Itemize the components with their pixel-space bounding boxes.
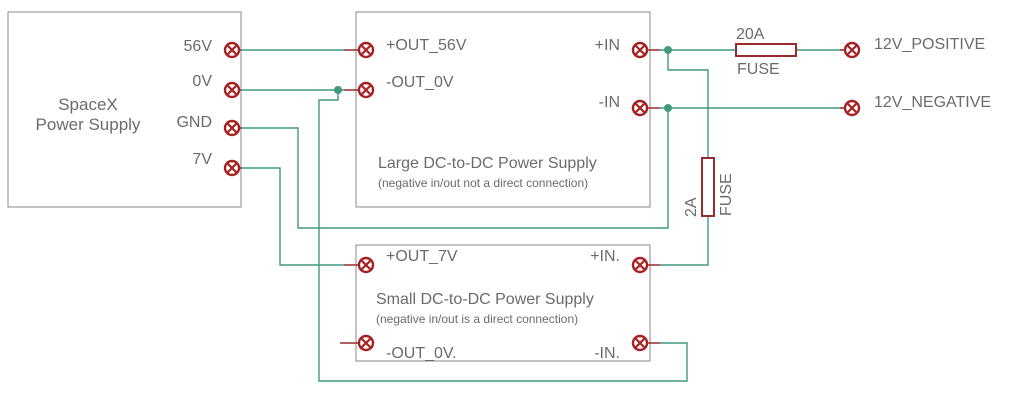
wires xyxy=(241,49,840,382)
junction-dot xyxy=(664,46,672,54)
terminal-spacex-7v xyxy=(223,159,241,177)
wire-ground-return xyxy=(318,90,688,382)
terminal-large-out-0v xyxy=(357,81,375,99)
terminal-spacex-0v xyxy=(223,81,241,99)
spacex-pin-56v: 56V xyxy=(184,38,213,55)
spacex-pin-0v: 0V xyxy=(192,73,212,90)
wire-fuse-small-bottom xyxy=(660,216,709,266)
terminal-large-in-pos xyxy=(631,41,649,59)
spacex-pin-7v: 7V xyxy=(192,151,212,168)
fuse-2a-symbol xyxy=(701,157,715,217)
large-pin-out-0v: -OUT_0V xyxy=(386,74,454,91)
wire-7v xyxy=(241,167,344,266)
junction-dot xyxy=(334,86,342,94)
large-pin-in-neg: -IN xyxy=(599,94,620,111)
spacex-power-supply-box xyxy=(7,11,242,208)
terminal-12v-positive xyxy=(843,41,861,59)
terminal-small-out-7v xyxy=(357,256,375,274)
spacex-title-line1: SpaceX xyxy=(58,95,118,114)
terminal-large-in-neg xyxy=(631,99,649,117)
large-pin-out-56v: +OUT_56V xyxy=(386,37,467,54)
terminal-spacex-gnd xyxy=(223,119,241,137)
spacex-pin-gnd: GND xyxy=(176,114,212,131)
terminal-spacex-56v xyxy=(223,41,241,59)
output-12v-positive: 12V_POSITIVE xyxy=(874,36,985,53)
output-12v-negative: 12V_NEGATIVE xyxy=(874,94,991,111)
wire-fuse-small-top xyxy=(667,50,709,158)
small-dcdc-title: Small DC-to-DC Power Supply xyxy=(376,291,594,308)
terminal-small-out-0v xyxy=(357,334,375,352)
small-dcdc-box xyxy=(355,244,651,362)
small-pin-in-pos: +IN. xyxy=(590,248,620,265)
fuse-20a-symbol xyxy=(735,43,797,57)
terminal-large-out-56v xyxy=(357,41,375,59)
small-dcdc-note: (negative in/out is a direct connection) xyxy=(376,312,578,326)
junction-dot xyxy=(664,104,672,112)
fuse-20a-label: FUSE xyxy=(737,61,780,78)
small-pin-out-0v: -OUT_0V. xyxy=(386,345,457,362)
spacex-title-line2: Power Supply xyxy=(36,115,141,134)
fuse-2a-rating: 2A xyxy=(683,197,700,217)
large-pin-in-pos: +IN xyxy=(595,37,620,54)
fuse-20a-rating: 20A xyxy=(736,26,765,43)
large-dcdc-box xyxy=(355,11,651,208)
fuse-2a-label: FUSE xyxy=(718,173,735,216)
small-pin-in-neg: -IN. xyxy=(594,345,620,362)
terminal-small-in-neg xyxy=(631,334,649,352)
large-dcdc-title: Large DC-to-DC Power Supply xyxy=(378,155,597,172)
small-pin-out-7v: +OUT_7V xyxy=(386,248,458,265)
terminal-12v-negative xyxy=(843,99,861,117)
large-dcdc-note: (negative in/out not a direct connection… xyxy=(378,176,588,190)
terminal-small-in-pos xyxy=(631,256,649,274)
